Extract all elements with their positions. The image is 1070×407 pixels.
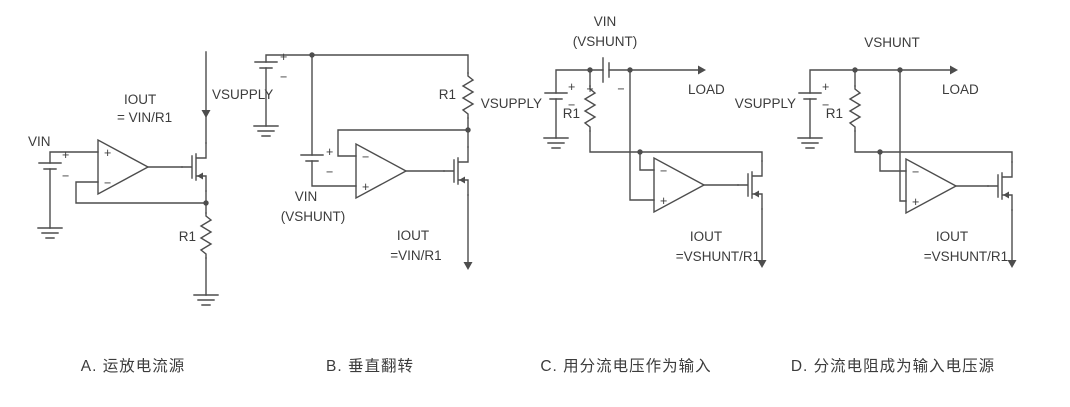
r1-label: R1 xyxy=(439,87,456,102)
junction-dot xyxy=(897,67,903,73)
r1-label: R1 xyxy=(179,229,196,244)
opamp-noninv-input-label: + xyxy=(362,180,369,194)
battery-minus: − xyxy=(280,70,287,84)
mosfet-icon xyxy=(443,146,469,196)
mosfet-icon xyxy=(737,160,763,210)
opamp-noninv-input-label: + xyxy=(912,195,919,209)
vshunt-label: VSHUNT xyxy=(864,35,920,50)
ground-icon xyxy=(37,227,63,239)
circuit-d-wires xyxy=(809,69,1013,265)
vin-label-line2: (VSHUNT) xyxy=(281,209,346,224)
vsupply-arrow-icon xyxy=(201,110,211,118)
iout-formula: =VSHUNT/R1 xyxy=(676,249,760,264)
junction-dot xyxy=(309,52,315,58)
r1-label: R1 xyxy=(826,106,843,121)
battery-plus: + xyxy=(280,50,287,64)
iout-label: IOUT xyxy=(397,228,429,243)
vsupply-label: VSUPPLY xyxy=(735,96,796,111)
shunt-minus: − xyxy=(617,82,624,96)
resistor-r1 xyxy=(200,212,212,259)
opamp-inv-input-label: − xyxy=(660,164,667,178)
vin-label-line1: VIN xyxy=(295,189,318,204)
iout-formula: = VIN/R1 xyxy=(117,110,172,125)
opamp-inv-input-label: − xyxy=(104,176,111,190)
junction-dot xyxy=(627,67,633,73)
junction-dot xyxy=(877,149,883,155)
shunt-plus: + xyxy=(586,82,593,96)
vsupply-battery-icon xyxy=(254,61,278,69)
vin-battery-icon xyxy=(300,154,324,162)
load-label: LOAD xyxy=(688,82,725,97)
opamp-b xyxy=(355,142,408,200)
vin-battery-icon xyxy=(38,162,62,170)
resistor-r1 xyxy=(462,72,474,119)
iout-label: IOUT xyxy=(690,229,722,244)
junction-dot xyxy=(203,200,209,206)
battery-minus: − xyxy=(822,98,829,112)
opamp-inv-input-label: − xyxy=(912,165,919,179)
ground-icon xyxy=(253,125,279,137)
caption-c: C. 用分流电压作为输入 xyxy=(540,357,711,375)
vsupply-label: VSUPPLY xyxy=(212,87,273,102)
vin-label-line2: (VSHUNT) xyxy=(573,34,638,49)
iout-arrow-icon xyxy=(1007,260,1017,268)
opamp-d xyxy=(905,157,958,215)
vsupply-battery-icon xyxy=(544,92,568,100)
circuit-c-schematic: VIN (VSHUNT) VSUPPLY + − + − LOAD R1 − +… xyxy=(481,14,767,375)
opamp-noninv-input-label: + xyxy=(104,146,111,160)
circuit-a-wires xyxy=(49,51,207,296)
iout-arrow-icon xyxy=(463,262,473,270)
junction-dot xyxy=(465,127,471,133)
load-arrow-icon xyxy=(698,65,706,75)
vin-label-line1: VIN xyxy=(594,14,617,29)
circuit-a-schematic: VIN + − + − IOUT = VIN/R1 VSUPPLY R1 A. … xyxy=(28,51,273,375)
circuit-c-wires xyxy=(555,69,763,265)
load-label: LOAD xyxy=(942,82,979,97)
battery-minus: − xyxy=(326,165,333,179)
circuit-b-schematic: + − + − − + VIN (VSHUNT) R1 IOUT =VIN/R1… xyxy=(253,50,474,375)
junction-dot xyxy=(637,149,643,155)
resistor-r1 xyxy=(849,85,861,132)
vshunt-source-icon xyxy=(602,57,610,83)
battery-plus: + xyxy=(62,148,69,162)
battery-plus: + xyxy=(568,80,575,94)
battery-plus: + xyxy=(822,80,829,94)
r1-label: R1 xyxy=(563,106,580,121)
opamp-c xyxy=(653,156,706,214)
opamp-noninv-input-label: + xyxy=(660,194,667,208)
vin-label: VIN xyxy=(28,134,51,149)
junction-dot xyxy=(587,67,593,73)
opamp-inv-input-label: − xyxy=(362,150,369,164)
battery-minus: − xyxy=(568,98,575,112)
battery-plus: + xyxy=(326,145,333,159)
vsupply-battery-icon xyxy=(798,92,822,100)
iout-formula: =VSHUNT/R1 xyxy=(924,249,1008,264)
load-arrow-icon xyxy=(950,65,958,75)
caption-a: A. 运放电流源 xyxy=(81,357,185,375)
ground-icon xyxy=(193,294,219,306)
iout-label: IOUT xyxy=(936,229,968,244)
caption-d: D. 分流电阻成为输入电压源 xyxy=(791,357,995,375)
vsupply-label: VSUPPLY xyxy=(481,96,542,111)
iout-label: IOUT xyxy=(124,92,156,107)
caption-b: B. 垂直翻转 xyxy=(326,357,414,375)
mosfet-icon xyxy=(181,142,207,192)
ground-icon xyxy=(797,137,823,149)
mosfet-icon xyxy=(987,161,1013,211)
iout-formula: =VIN/R1 xyxy=(390,248,441,263)
opamp-a xyxy=(97,138,150,196)
circuit-d-schematic: VSHUNT VSUPPLY + − LOAD R1 − + IOUT =VSH… xyxy=(735,35,1017,375)
junction-dot xyxy=(852,67,858,73)
battery-minus: − xyxy=(62,169,69,183)
ground-icon xyxy=(543,137,569,149)
